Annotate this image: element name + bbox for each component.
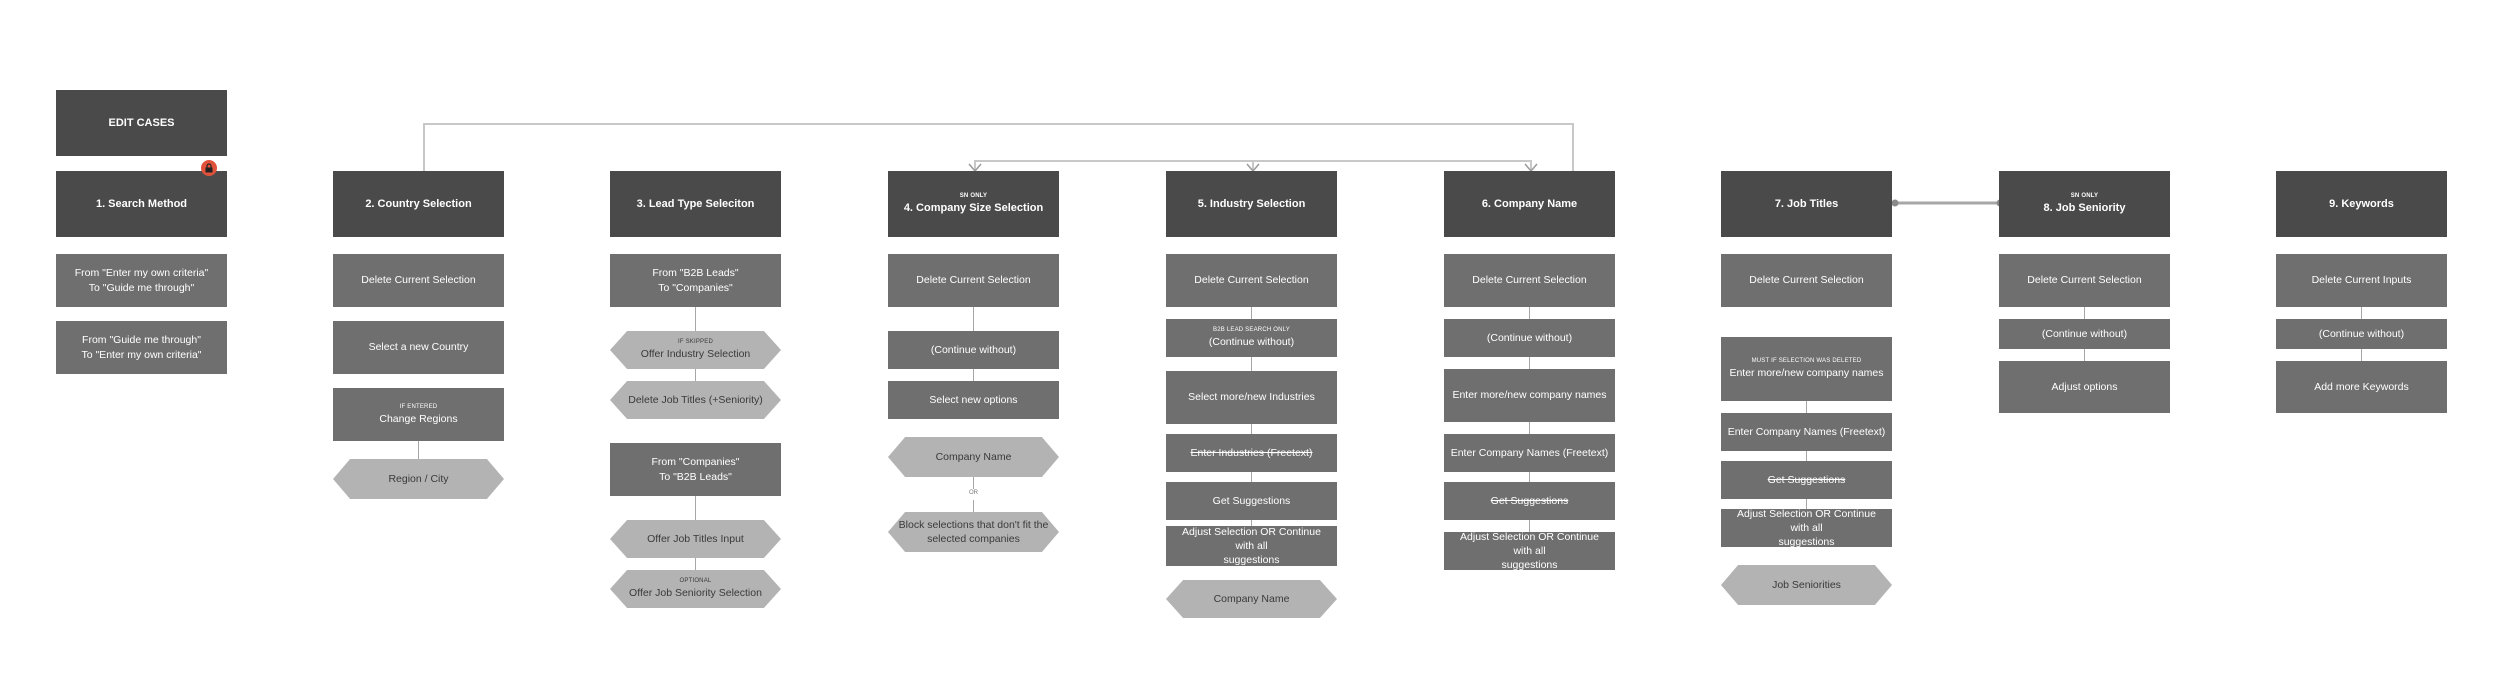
- industry-delete-selection: Delete Current Selection: [1166, 254, 1337, 307]
- industry-selection-header: 5. Industry Selection: [1166, 171, 1337, 237]
- edit-cases-header: EDIT CASES: [56, 90, 227, 156]
- jobs-adjust-selection: Adjust Selection OR Continue with all su…: [1721, 508, 1892, 548]
- keywords-add-more: Add more Keywords: [2276, 361, 2447, 413]
- keywords-delete-inputs: Delete Current Inputs: [2276, 254, 2447, 307]
- jobs-enter-freetext: Enter Company Names (Freetext): [1721, 413, 1892, 451]
- jobs-seniorities: Job Seniorities: [1721, 565, 1892, 605]
- industry-get-suggestions: Get Suggestions: [1166, 482, 1337, 520]
- lead-b2b-to-companies: From "B2B Leads" To "Companies": [610, 254, 781, 307]
- size-continue-without: (Continue without): [888, 331, 1059, 369]
- jobs-delete-selection: Delete Current Selection: [1721, 254, 1892, 307]
- industry-adjust-selection: Adjust Selection OR Continue with all su…: [1166, 526, 1337, 566]
- lead-companies-to-b2b: From "Companies" To "B2B Leads": [610, 443, 781, 496]
- size-delete-selection: Delete Current Selection: [888, 254, 1059, 307]
- jobs-get-suggestions: Get Suggestions: [1721, 461, 1892, 499]
- lead-delete-job-titles: Delete Job Titles (+Seniority): [610, 381, 781, 419]
- industry-select-more: Select more/new Industries: [1166, 371, 1337, 424]
- lead-type-header: 3. Lead Type Seleciton: [610, 171, 781, 237]
- lock-icon: [201, 160, 217, 176]
- country-select-new: Select a new Country: [333, 321, 504, 374]
- case-guide-to-own: From "Guide me through" To "Enter my own…: [56, 321, 227, 374]
- size-select-new: Select new options: [888, 381, 1059, 419]
- company-enter-freetext: Enter Company Names (Freetext): [1444, 434, 1615, 472]
- keywords-continue-without: (Continue without): [2276, 319, 2447, 349]
- seniority-delete-selection: Delete Current Selection: [1999, 254, 2170, 307]
- industry-enter-freetext: Enter Industries (Freetext): [1166, 434, 1337, 472]
- job-titles-header: 7. Job Titles: [1721, 171, 1892, 237]
- company-enter-more: Enter more/new company names: [1444, 369, 1615, 422]
- company-get-suggestions: Get Suggestions: [1444, 482, 1615, 520]
- size-company-name: Company Name: [888, 437, 1059, 477]
- country-region-city: Region / City: [333, 459, 504, 499]
- size-block-selections: Block selections that don't fit the sele…: [888, 512, 1059, 552]
- or-label: OR: [969, 490, 978, 496]
- seniority-continue-without: (Continue without): [1999, 319, 2170, 349]
- case-own-to-guide: From "Enter my own criteria" To "Guide m…: [56, 254, 227, 307]
- industry-company-name: Company Name: [1166, 580, 1337, 618]
- country-selection-header: 2. Country Selection: [333, 171, 504, 237]
- industry-continue-without: B2B LEAD SEARCH ONLY(Continue without): [1166, 319, 1337, 357]
- seniority-adjust-options: Adjust options: [1999, 361, 2170, 413]
- company-continue-without: (Continue without): [1444, 319, 1615, 357]
- lead-offer-job-titles: Offer Job Titles Input: [610, 520, 781, 558]
- keywords-header: 9. Keywords: [2276, 171, 2447, 237]
- company-delete-selection: Delete Current Selection: [1444, 254, 1615, 307]
- company-adjust-selection: Adjust Selection OR Continue with all su…: [1444, 531, 1615, 571]
- country-delete-selection: Delete Current Selection: [333, 254, 504, 307]
- company-name-header: 6. Company Name: [1444, 171, 1615, 237]
- search-method-header: 1. Search Method: [56, 171, 227, 237]
